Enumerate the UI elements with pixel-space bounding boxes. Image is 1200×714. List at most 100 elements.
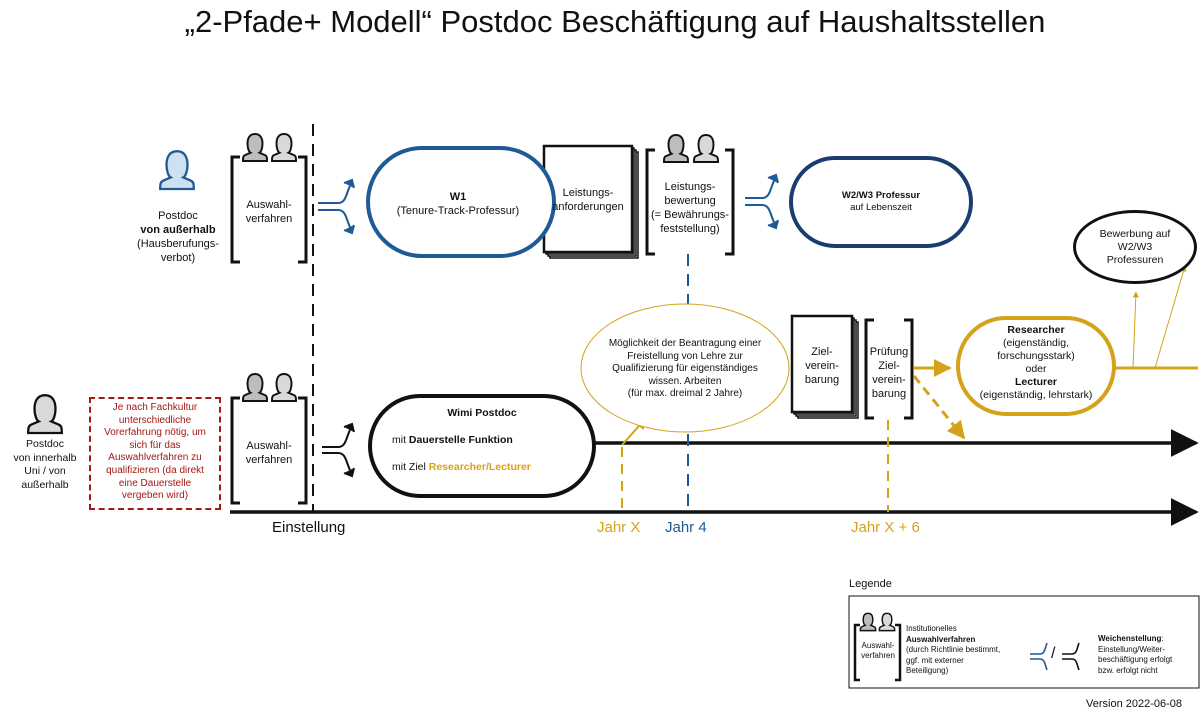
person-external-icon — [159, 150, 195, 191]
pruefung-line: Ziel- — [878, 360, 900, 372]
postdoc-internal-line: von innerhalb — [13, 451, 77, 464]
pruefung-line: verein- — [872, 374, 906, 386]
freistellung-label: Möglichkeit der Beantragung einer Freist… — [590, 338, 780, 401]
leistungsbewertung-line: (= Bewährungs- — [651, 209, 729, 221]
legend-inst-line: Auswahlverfahren — [906, 634, 976, 644]
wimi-title: Wimi Postdoc — [447, 407, 517, 419]
postdoc-external-label: Postdoc von außerhalb (Hausberufungs- ve… — [118, 209, 238, 265]
wimi-pill — [368, 394, 596, 498]
zielvereinbarung-line: Ziel- — [811, 346, 833, 358]
legend-weichen-line1: Weichenstellung: Einstellung/Weiter- — [1098, 634, 1198, 655]
note-line: Auswahlverfahren zu — [108, 452, 202, 464]
legend-weichen-bold: Weichenstellung — [1098, 634, 1162, 643]
note-line: qualifizieren (da direkt — [106, 464, 204, 476]
leistungsbewertung-bracket — [645, 148, 735, 256]
freistellung-ellipse — [580, 303, 790, 433]
legend-slash: / — [1051, 645, 1056, 662]
auswahl-bottom-line: Auswahl- — [246, 440, 292, 452]
bewerbung-line: W2/W3 — [1117, 241, 1153, 253]
wimi-line1-prefix: mit — [392, 434, 409, 446]
auswahl-top-line: verfahren — [245, 213, 293, 225]
freistellung-line: (für max. dreimal 2 Jahre) — [627, 388, 743, 399]
blue-branch-arrow-left — [318, 178, 355, 235]
auswahl-top-bracket — [230, 155, 308, 264]
group-icon-bottom — [242, 373, 297, 402]
bewerbung-ellipse — [1073, 210, 1197, 284]
postdoc-internal-line: Postdoc — [26, 438, 64, 450]
note-line: unterschiedliche — [118, 414, 192, 426]
auswahl-top-label: Auswahl- verfahren — [234, 198, 304, 226]
legend-weichen-text: Weichenstellung: Einstellung/Weiter- bes… — [1098, 634, 1198, 676]
leistungsanforderungen-stack — [542, 144, 639, 259]
note-line: sich für das — [129, 439, 181, 451]
w2w3-label: W2/W3 Professur auf Lebenszeit — [795, 190, 967, 214]
researcher-or: oder — [1025, 363, 1047, 375]
freistellung-line: Freistellung von Lehre zur — [627, 350, 743, 362]
postdoc-internal-label: Postdoc von innerhalb Uni / von außerhal… — [2, 438, 88, 492]
legend-auswahl-label: Auswahl- verfahren — [855, 641, 901, 661]
zielvereinbarung-line: barung — [804, 374, 840, 386]
researcher-line: (eigenständig, — [1003, 337, 1069, 349]
researcher-label: Researcher (eigenständig, forschungsstar… — [958, 324, 1114, 402]
freistellung-line: Qualifizierung für eigenständiges — [612, 363, 758, 374]
page-title: „2-Pfade+ Modell“ Postdoc Beschäftigung … — [184, 4, 1046, 39]
postdoc-external-line: von außerhalb — [140, 224, 216, 236]
note-line: vergeben wird) — [121, 490, 189, 502]
zielvereinbarung-stack — [790, 314, 859, 419]
legend-institution-text: Institutionelles Auswahlverfahren (durch… — [906, 624, 1026, 677]
w2w3-title: W2/W3 Professur — [841, 190, 921, 201]
bewerbung-line: Professuren — [1106, 254, 1164, 266]
legend-inst-line: ggf. mit externer — [906, 655, 964, 665]
postdoc-external-line: verbot) — [160, 252, 196, 264]
wimi-label: Wimi Postdoc mit Dauerstelle Funktion mi… — [372, 407, 592, 474]
legend-box — [848, 595, 1200, 689]
freistellung-line: wissen. Arbeiten — [648, 375, 722, 387]
researcher-title: Researcher — [1007, 324, 1065, 336]
w1-subtitle: (Tenure-Track-Professur) — [396, 205, 520, 217]
freistellung-line: Möglichkeit der Beantragung einer — [608, 338, 762, 349]
pruefung-bracket — [864, 318, 914, 420]
black-branch-arrow — [322, 422, 355, 478]
legend-auswahl-line: Auswahl- — [861, 641, 895, 650]
bewerbung-arrow-1 — [1132, 291, 1139, 369]
w1-pill — [366, 146, 556, 258]
dashed-gold-arrow — [912, 375, 966, 440]
zielvereinbarung-line: verein- — [805, 360, 839, 372]
note-line: eine Dauerstelle — [118, 477, 192, 489]
legend-inst-line: Institutionelles — [906, 624, 957, 633]
pruefung-line: Prüfung — [869, 346, 909, 358]
researcher-pill — [956, 316, 1116, 416]
blue-branch-arrow-right — [745, 173, 779, 230]
leistungsanforderungen-label: Leistungs- anforderungen — [544, 186, 632, 214]
group-icon-top — [242, 133, 297, 162]
legend-inst-line: (durch Richtlinie bestimmt, — [906, 645, 1001, 654]
wimi-line2-gold: Researcher/Lecturer — [428, 461, 531, 473]
w1-title: W1 — [449, 191, 467, 203]
jahr-x6-label: Jahr X + 6 — [851, 519, 920, 536]
wimi-line1-bold: Dauerstelle Funktion — [408, 434, 513, 446]
lecturer-line: (eigenständig, lehrstark) — [979, 389, 1093, 401]
legend-blue-branch-icon — [1030, 642, 1048, 671]
bewerbung-label: Bewerbung auf W2/W3 Professuren — [1075, 228, 1195, 267]
pruefung-label: Prüfung Ziel- verein- barung — [860, 345, 918, 401]
auswahl-bottom-bracket — [230, 396, 308, 505]
researcher-line: forschungsstark) — [997, 350, 1075, 362]
postdoc-internal-line: außerhalb — [21, 478, 69, 491]
wimi-line2-prefix: mit Ziel — [392, 461, 429, 473]
leistungsbewertung-line: bewertung — [664, 195, 716, 207]
wimi-line2: mit Ziel Researcher/Lecturer — [372, 461, 592, 474]
lecturer-title: Lecturer — [1014, 376, 1057, 388]
w2w3-subtitle: auf Lebenszeit — [850, 202, 912, 213]
legend-title: Legende — [849, 578, 892, 590]
leistungsbewertung-label: Leistungs- bewertung (= Bewährungs- fest… — [640, 180, 740, 236]
leistungsbewertung-line: Leistungs- — [664, 181, 716, 193]
pruefung-line: barung — [871, 388, 907, 400]
person-internal-icon — [27, 394, 63, 435]
legend-inst-line: Beteiligung) — [906, 666, 949, 675]
postdoc-external-line: Postdoc — [158, 210, 198, 222]
legend-weichen-line: bzw. erfolgt nicht — [1098, 665, 1158, 675]
legend-weichen-line: beschäftigung erfolgt — [1098, 655, 1173, 664]
legend-bracket — [853, 623, 902, 682]
jahr-4-label: Jahr 4 — [665, 519, 707, 536]
